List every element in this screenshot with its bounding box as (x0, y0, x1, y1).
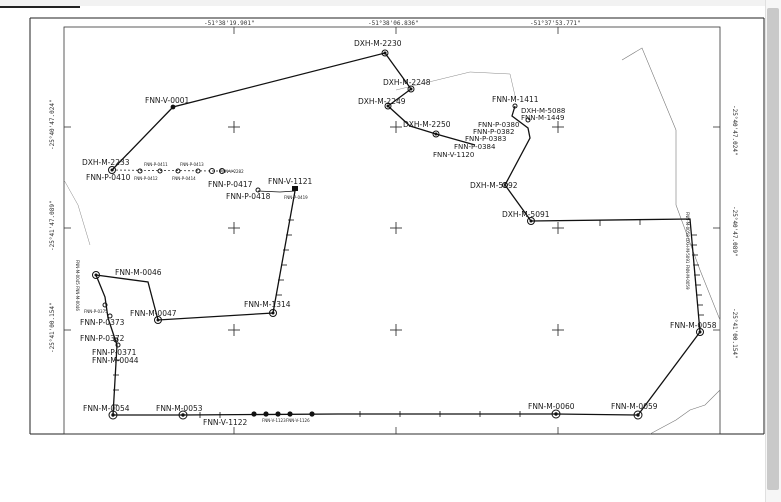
right-coord-label-1: -25°40'47.024" (731, 105, 738, 156)
pipeline-1411 (504, 105, 532, 222)
pipeline-hatches (112, 219, 704, 418)
well-location-map: -51°38'19.901" -51°38'06.836" -51°37'53.… (29, 17, 765, 435)
lease-boundary-upper (395, 71, 517, 101)
label-dxh-m-2250: DXH-M-2250 (403, 120, 451, 129)
well-labels: DXH-M-2230 DXH-M-2248 DXH-M-2249 DXH-M-2… (80, 39, 717, 427)
label-fnn-m-0059: FNN-M-0059 (611, 402, 658, 411)
label-fnn-m-0060: FNN-M-0060 (528, 402, 575, 411)
label-fnn-p-0413: FNN-P-0413 (180, 162, 204, 167)
pipeline-north (111, 52, 412, 171)
label-fnn-p-0419: FNN-P-0419 (284, 195, 308, 200)
pipeline-east (530, 218, 701, 333)
left-coord-label-2: -25°41'47.089" (49, 200, 56, 251)
top-coordinate-ticks (64, 27, 720, 434)
label-fnn-v-0001: FNN-V-0001 (145, 96, 190, 105)
label-dxh-m-2230: DXH-M-2230 (354, 39, 402, 48)
label-fnn-m-1449: FNN-M-1449 (521, 114, 564, 122)
label-fnn-v-1123: FNN-V-1123 (262, 418, 286, 423)
label-fnn-m-0058: FNN-M-0058 (670, 321, 717, 330)
label-fnn-p-0414: FNN-P-0414 (172, 176, 196, 181)
label-fnn-p-0410: FNN-P-0410 (86, 173, 131, 182)
top-coord-label-2: -51°38'06.836" (368, 20, 419, 27)
label-fnn-m-1411: FNN-M-1411 (492, 95, 539, 104)
pipeline-2248 (386, 88, 476, 146)
label-dxh-m-2249: DXH-M-2249 (358, 97, 406, 106)
label-fnn-v-1120: FNN-V-1120 (433, 151, 474, 159)
left-coord-label-3: -25°41'00.154" (49, 302, 56, 353)
grid-crosses (228, 121, 564, 336)
label-fnn-p-0382: FNN-P-0382 (473, 128, 514, 136)
viewer-top-rule (0, 6, 80, 8)
pipeline-network (95, 52, 701, 416)
label-fnn-p-0373: FNN-P-0373 (80, 318, 125, 327)
pipeline-0410-row (111, 169, 236, 172)
right-coord-label-2: -25°40'47.089" (731, 206, 738, 257)
label-fnn-p-0380: FNN-P-0380 (478, 121, 519, 129)
top-coord-label-1: -51°38'19.901" (204, 20, 255, 27)
right-coord-label-3: -25°41'00.154" (731, 308, 738, 359)
note-fnn-m-0045: FNN-M-0045 FNN-M-0046 (75, 260, 80, 311)
label-fnn-m-0047: FNN-M-0047 (130, 309, 177, 318)
note-fnn-m-0058: FNN-M-0058 DXH-M-5091 FNN-M-0059 (685, 212, 690, 290)
label-fnn-m-0054: FNN-M-0054 (83, 404, 130, 413)
label-dxh-m-2248: DXH-M-2248 (383, 78, 431, 87)
label-dxh-m-5088: DXH-M-5088 (521, 107, 565, 115)
label-fnn-p-0372: FNN-P-0372 (80, 334, 125, 343)
pipeline-south (113, 413, 639, 416)
viewer-top-bar (0, 0, 781, 6)
label-fnn-m-1314: FNN-M-1314 (244, 300, 291, 309)
label-fnn-m-0046: FNN-M-0046 (115, 268, 162, 277)
well-symbols (92, 49, 704, 420)
label-fnn-p-0375: FNN-P-0375 (84, 309, 108, 314)
label-dxh-m-5091: DXH-M-5091 (502, 210, 550, 219)
lease-boundary-right (621, 47, 721, 435)
lease-boundary-left (63, 179, 91, 246)
label-fnn-p-0411: FNN-P-0411 (144, 162, 168, 167)
map-inner-border (63, 26, 721, 435)
label-fnn-v-1122: FNN-V-1122 (203, 418, 248, 427)
label-dxh-m-2233: DXH-M-2233 (82, 158, 130, 167)
label-fnn-p-0384: FNN-P-0384 (454, 143, 496, 151)
label-fnn-p-0371: FNN-P-0371 (92, 348, 137, 357)
left-coord-label-1: -25°40'47.024" (49, 99, 56, 150)
pipeline-0417-branch (257, 190, 296, 193)
pipeline-southeast (637, 331, 701, 416)
label-fnn-m-0053: FNN-M-0053 (156, 404, 203, 413)
label-fnn-p-0418: FNN-P-0418 (226, 192, 271, 201)
label-fnn-v-1126: FNN-V-1126 (286, 418, 310, 423)
label-fnn-v-1121: FNN-V-1121 (268, 177, 313, 186)
pipeline-west (95, 274, 118, 416)
label-dxh-m-5092: DXH-M-5092 (470, 181, 518, 190)
label-fnn-v-2282: FNN-V-2282 (220, 169, 244, 174)
scrollbar-thumb[interactable] (767, 8, 779, 490)
filled-well-markers (170, 104, 315, 417)
top-coord-label-3: -51°37'53.771" (530, 20, 581, 27)
label-fnn-p-0383: FNN-P-0383 (465, 135, 506, 143)
label-fnn-m-0044: FNN-M-0044 (92, 356, 139, 365)
label-fnn-p-0417: FNN-P-0417 (208, 180, 253, 189)
label-fnn-p-0412: FNN-P-0412 (134, 176, 158, 181)
